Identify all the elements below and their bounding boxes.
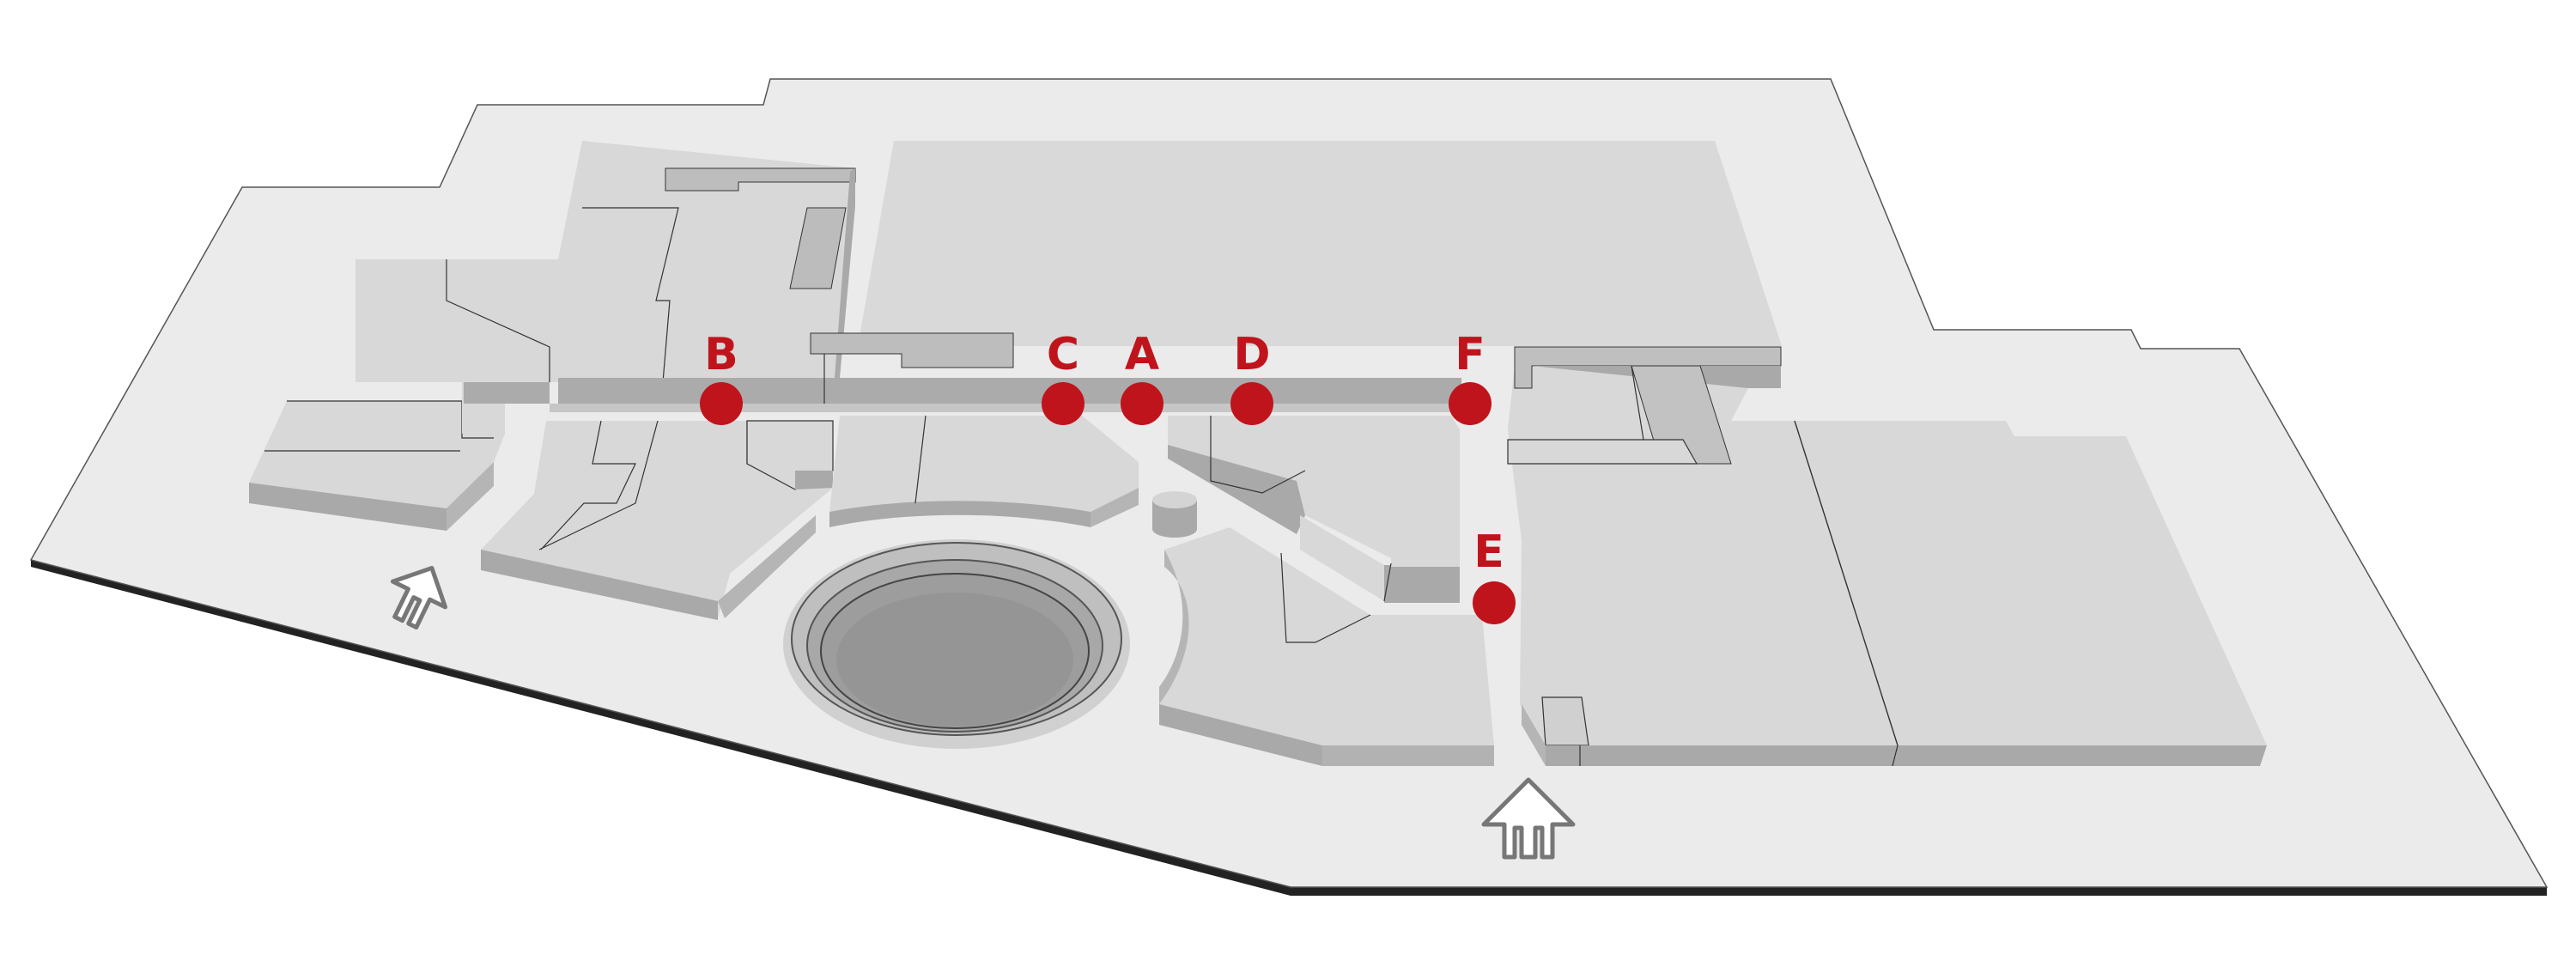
store-cluster-central-east[interactable]	[1168, 416, 1460, 603]
entrance-west[interactable]	[362, 538, 475, 651]
location-markers: B C A D F E	[700, 329, 1516, 624]
store-cluster-plaza-north[interactable]	[829, 415, 1139, 527]
store-cluster-south[interactable]	[1159, 527, 1494, 766]
marker-e[interactable]: E	[1473, 526, 1516, 624]
anchor-store-north[interactable]	[858, 141, 1782, 346]
marker-a-label: A	[1125, 329, 1159, 380]
marker-a[interactable]: A	[1121, 329, 1163, 425]
marker-d[interactable]: D	[1230, 329, 1273, 425]
marker-b[interactable]: B	[700, 329, 743, 425]
store-cluster-southwest[interactable]	[481, 420, 834, 620]
marker-f-label: F	[1455, 329, 1485, 380]
entrance-arrow-icon[interactable]	[1481, 777, 1576, 860]
entrance-south[interactable]	[1481, 777, 1576, 860]
marker-e-label: E	[1473, 526, 1504, 578]
marker-c-label: C	[1047, 329, 1079, 380]
store-cluster-east[interactable]	[1507, 346, 2267, 767]
store-cluster-northwest[interactable]	[355, 141, 856, 383]
marker-f[interactable]: F	[1449, 329, 1492, 425]
marker-c[interactable]: C	[1042, 329, 1084, 425]
entrance-arrow-icon[interactable]	[380, 556, 459, 635]
central-plaza[interactable]	[783, 539, 1130, 749]
marker-d-label: D	[1233, 329, 1270, 380]
marker-b-label: B	[704, 329, 738, 380]
kiosk-cylinder[interactable]	[1152, 491, 1197, 538]
